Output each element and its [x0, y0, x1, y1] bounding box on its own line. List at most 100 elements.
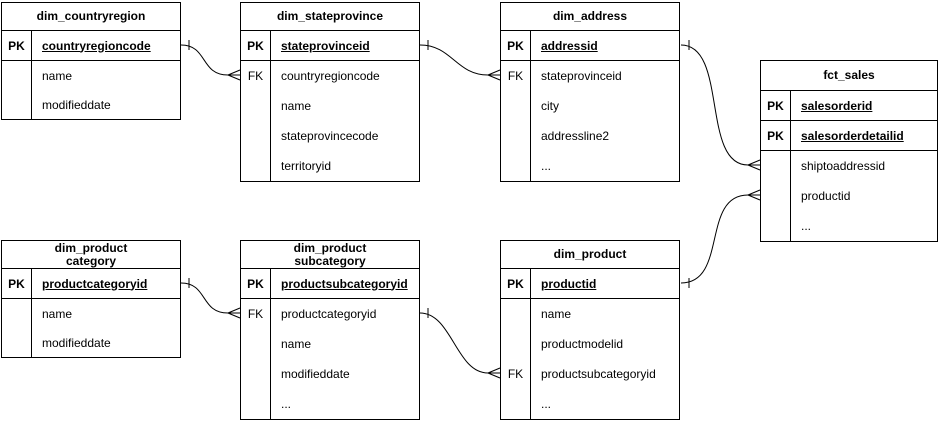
key-tag — [501, 121, 531, 151]
table-row: ... — [501, 151, 679, 181]
entity-dim-stateprovince[interactable]: dim_stateprovince PK stateprovinceid FK … — [240, 2, 420, 182]
column-name: territoryid — [281, 159, 332, 173]
key-tag — [2, 61, 32, 90]
column-name: countryregioncode — [42, 38, 151, 53]
column-name: ... — [801, 219, 812, 233]
table-row: PK productsubcategoryid — [241, 269, 419, 299]
key-tag: PK — [2, 31, 32, 60]
table-row: PK salesorderid — [761, 91, 937, 121]
relationship-productsubcategory-product[interactable] — [419, 308, 501, 379]
column-name: name — [281, 337, 312, 351]
key-tag — [761, 151, 791, 181]
entity-fct-sales[interactable]: fct_sales PK salesorderid PK salesorderd… — [760, 60, 938, 242]
table-row: PK productid — [501, 269, 679, 299]
key-tag: PK — [761, 121, 791, 150]
column-name: name — [42, 68, 73, 83]
relationship-product-fctsales[interactable] — [680, 189, 761, 288]
key-tag — [241, 91, 271, 121]
table-row: productmodelid — [501, 329, 679, 359]
table-row: PK productcategoryid — [2, 269, 180, 299]
key-tag — [241, 121, 271, 151]
column-name: city — [541, 99, 559, 113]
entity-title: fct_sales — [761, 61, 937, 91]
table-row: addressline2 — [501, 121, 679, 151]
key-tag: FK — [501, 359, 531, 389]
table-row: FK productcategoryid — [241, 299, 419, 329]
column-name: modifieddate — [42, 335, 111, 350]
key-tag — [241, 389, 271, 419]
table-row: name — [241, 329, 419, 359]
key-tag — [241, 329, 271, 359]
entity-title: dim_product subcategory — [241, 241, 419, 269]
column-name: modifieddate — [281, 367, 350, 381]
entity-title: dim_stateprovince — [241, 3, 419, 31]
key-tag — [501, 299, 531, 329]
key-tag — [761, 181, 791, 211]
key-tag: PK — [501, 31, 531, 60]
relationship-productcategory-productsubcategory[interactable] — [180, 278, 241, 319]
entity-title: dim_address — [501, 3, 679, 31]
table-row: PK addressid — [501, 31, 679, 61]
key-tag: PK — [761, 91, 791, 120]
table-row: name — [241, 91, 419, 121]
key-tag — [2, 328, 32, 357]
column-name: name — [281, 99, 312, 113]
entity-dim-product[interactable]: dim_product PK productid name productmod… — [500, 240, 680, 420]
table-row: productid — [761, 181, 937, 211]
column-name: shiptoaddressid — [801, 159, 886, 173]
column-name: productid — [801, 189, 851, 203]
entity-dim-address[interactable]: dim_address PK addressid FK stateprovinc… — [500, 2, 680, 182]
table-row: PK salesorderdetailid — [761, 121, 937, 151]
column-name: productid — [541, 276, 597, 291]
column-name: stateprovinceid — [281, 38, 370, 53]
table-row: name — [2, 299, 180, 328]
entity-title: dim_product — [501, 241, 679, 269]
key-tag — [501, 389, 531, 419]
key-tag: PK — [501, 269, 531, 298]
column-name: productmodelid — [541, 337, 624, 351]
key-tag — [761, 211, 791, 241]
table-row: territoryid — [241, 151, 419, 181]
table-row: name — [2, 61, 180, 90]
key-tag — [501, 151, 531, 181]
column-name: ... — [541, 397, 552, 411]
key-tag — [241, 359, 271, 389]
table-row: FK stateprovinceid — [501, 61, 679, 91]
key-tag: PK — [241, 269, 271, 298]
key-tag — [501, 329, 531, 359]
column-name: salesorderdetailid — [801, 128, 904, 143]
entity-dim-product-category[interactable]: dim_product category PK productcategoryi… — [1, 240, 181, 358]
table-row: modifieddate — [241, 359, 419, 389]
table-row: PK countryregioncode — [2, 31, 180, 61]
column-name: productsubcategoryid — [281, 276, 408, 291]
table-row: FK countryregioncode — [241, 61, 419, 91]
key-tag: FK — [241, 61, 271, 91]
column-name: addressline2 — [541, 129, 610, 143]
entity-dim-countryregion[interactable]: dim_countryregion PK countryregioncode n… — [1, 2, 181, 120]
column-name: name — [541, 307, 572, 321]
key-tag: PK — [241, 31, 271, 60]
column-name: productsubcategoryid — [541, 367, 656, 381]
key-tag: FK — [241, 299, 271, 329]
column-name: addressid — [541, 38, 598, 53]
column-name: ... — [281, 397, 292, 411]
column-name: stateprovinceid — [541, 69, 622, 83]
table-row: shiptoaddressid — [761, 151, 937, 181]
key-tag: FK — [501, 61, 531, 91]
entity-dim-product-subcategory[interactable]: dim_product subcategory PK productsubcat… — [240, 240, 420, 420]
relationship-countryregion-stateprovince[interactable] — [180, 40, 241, 81]
table-row: FK productsubcategoryid — [501, 359, 679, 389]
table-row: ... — [241, 389, 419, 419]
column-name: stateprovincecode — [281, 129, 379, 143]
key-tag — [2, 90, 32, 119]
relationship-address-fctsales[interactable] — [680, 40, 761, 171]
table-row: city — [501, 91, 679, 121]
relationship-stateprovince-address[interactable] — [419, 40, 501, 81]
table-row: stateprovincecode — [241, 121, 419, 151]
column-name: ... — [541, 159, 552, 173]
entity-title: dim_countryregion — [2, 3, 180, 31]
key-tag: PK — [2, 269, 32, 298]
column-name: salesorderid — [801, 98, 873, 113]
